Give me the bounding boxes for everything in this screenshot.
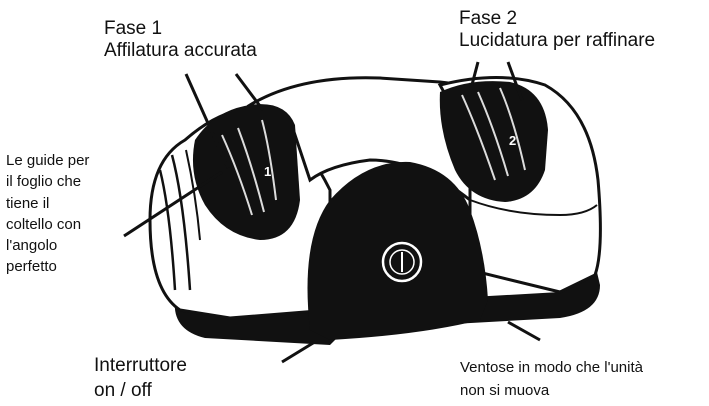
leader-suction bbox=[507, 320, 541, 342]
stage2-description: Lucidatura per raffinare bbox=[459, 30, 656, 52]
power-switch bbox=[381, 241, 423, 283]
leader-stage1-a bbox=[184, 73, 230, 169]
left-guide-line-b bbox=[170, 154, 192, 291]
stage1-slot-groove-a bbox=[221, 134, 253, 216]
guides-line-2: il foglio che bbox=[6, 173, 82, 191]
guides-line-4: coltello con bbox=[6, 215, 82, 233]
stage1-title: Fase 1 bbox=[104, 18, 163, 39]
guides-line-3: tiene il bbox=[6, 194, 50, 212]
guides-line-6: perfetto bbox=[6, 258, 57, 276]
stage1-slot-groove-b bbox=[237, 127, 265, 213]
stage2-title: Fase 2 bbox=[459, 8, 518, 29]
stage2-slot-groove-c bbox=[499, 87, 526, 171]
right-contour-line bbox=[469, 199, 598, 217]
leader-stage2-a bbox=[466, 61, 480, 101]
leader-guides bbox=[123, 170, 223, 238]
switch-label: Interruttore on / off bbox=[94, 354, 187, 403]
stage2-slot-housing bbox=[439, 81, 548, 202]
leader-stage1-b bbox=[234, 73, 265, 111]
suction-line-2: non si muova bbox=[460, 381, 550, 399]
slot-number-1: 1 bbox=[264, 164, 271, 179]
stage2-label: Fase 2 Lucidatura per raffinare bbox=[459, 8, 655, 53]
switch-line-2: on / off bbox=[94, 379, 152, 401]
stage1-description: Affilatura accurata bbox=[104, 40, 257, 62]
leader-stage2-b bbox=[506, 61, 524, 101]
left-guide-line-c bbox=[185, 149, 201, 241]
left-guide-line-a bbox=[158, 169, 177, 291]
guides-label: Le guide per il foglio che tiene il colt… bbox=[6, 150, 89, 278]
stage1-label: Fase 1 Affilatura accurata bbox=[104, 18, 257, 63]
stage1-slot-housing bbox=[192, 104, 300, 241]
guides-line-5: l'angolo bbox=[6, 237, 58, 255]
slot-number-2: 2 bbox=[509, 133, 516, 148]
guides-line-1: Le guide per bbox=[6, 152, 90, 169]
stage2-slot-groove-b bbox=[477, 91, 509, 177]
suction-label: Ventose in modo che l'unità non si muova bbox=[460, 357, 643, 402]
leader-switch bbox=[281, 338, 319, 364]
power-switch-inner bbox=[389, 249, 415, 275]
stage2-slot-groove-a bbox=[461, 94, 496, 181]
switch-line-1: Interruttore bbox=[94, 355, 187, 376]
suction-line-1: Ventose in modo che l'unità bbox=[460, 359, 643, 376]
stage1-slot-groove-c bbox=[261, 119, 277, 201]
